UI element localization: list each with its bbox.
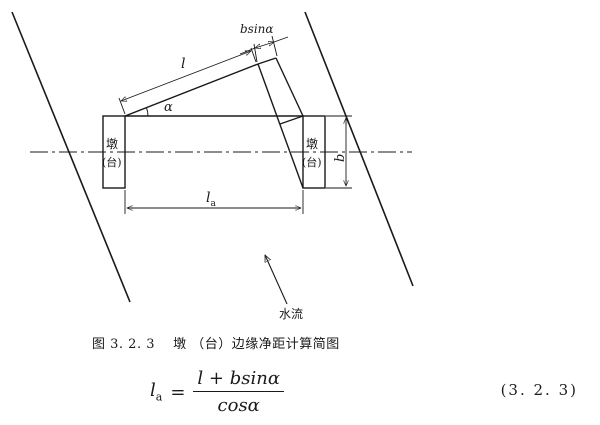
bsin-dimension-line [255,42,274,48]
formula-lhs-sub: a [155,390,163,404]
skew-pier-outer-edge [275,57,304,117]
bsin-leader-line-right [273,36,289,43]
pier-right-label-top: 墩 [306,137,318,151]
l-extension-left [118,97,126,115]
la-label-main: l [206,190,210,206]
skew-pier-cross-line [279,115,304,125]
l-dimension-line [121,51,251,101]
formula-lhs-main: l [150,380,156,402]
pier-right [302,115,326,189]
b-sin-alpha-label: bsinα [240,22,274,36]
bsin-leader-line [239,47,256,55]
l-label: l [181,56,185,72]
inclined-top-line [257,57,277,65]
river-bank-left [11,11,131,303]
formula-lhs: la [150,380,162,404]
equation-number: (3. 2. 3) [500,381,578,399]
formula-denominator: cosα [217,395,260,416]
formula: la = l + bsinα cosα [150,366,284,418]
formula-numerator: l + bsinα [193,368,284,392]
alpha-label: α [164,100,173,115]
la-label-sub: a [210,199,216,209]
pier-left [102,115,126,189]
formula-fraction: l + bsinα cosα [193,368,284,416]
water-flow-label: 水流 [279,307,303,320]
river-bank-right [304,11,414,287]
formula-equals: = [170,381,186,403]
alpha-angle-arc [145,107,149,117]
inclined-span-line [124,63,259,117]
b-label: b [333,154,348,162]
la-label: la [206,190,216,209]
pier-left-label-bottom: (台) [102,155,122,169]
pier-left-label-top: 墩 [106,137,118,151]
l-extension-right [250,47,257,63]
figure-caption: 图 3. 2. 3 墩 （台）边缘净距计算简图 [92,337,340,352]
water-flow-arrow [264,255,288,305]
bsin-extension-right [271,35,278,57]
pier-clearance-diagram: α l bsinα b la 墩 (台) 墩 (台) 水流 [11,11,414,320]
pier-right-label-bottom: (台) [302,155,322,169]
skew-pier-inner-edge [257,63,304,189]
